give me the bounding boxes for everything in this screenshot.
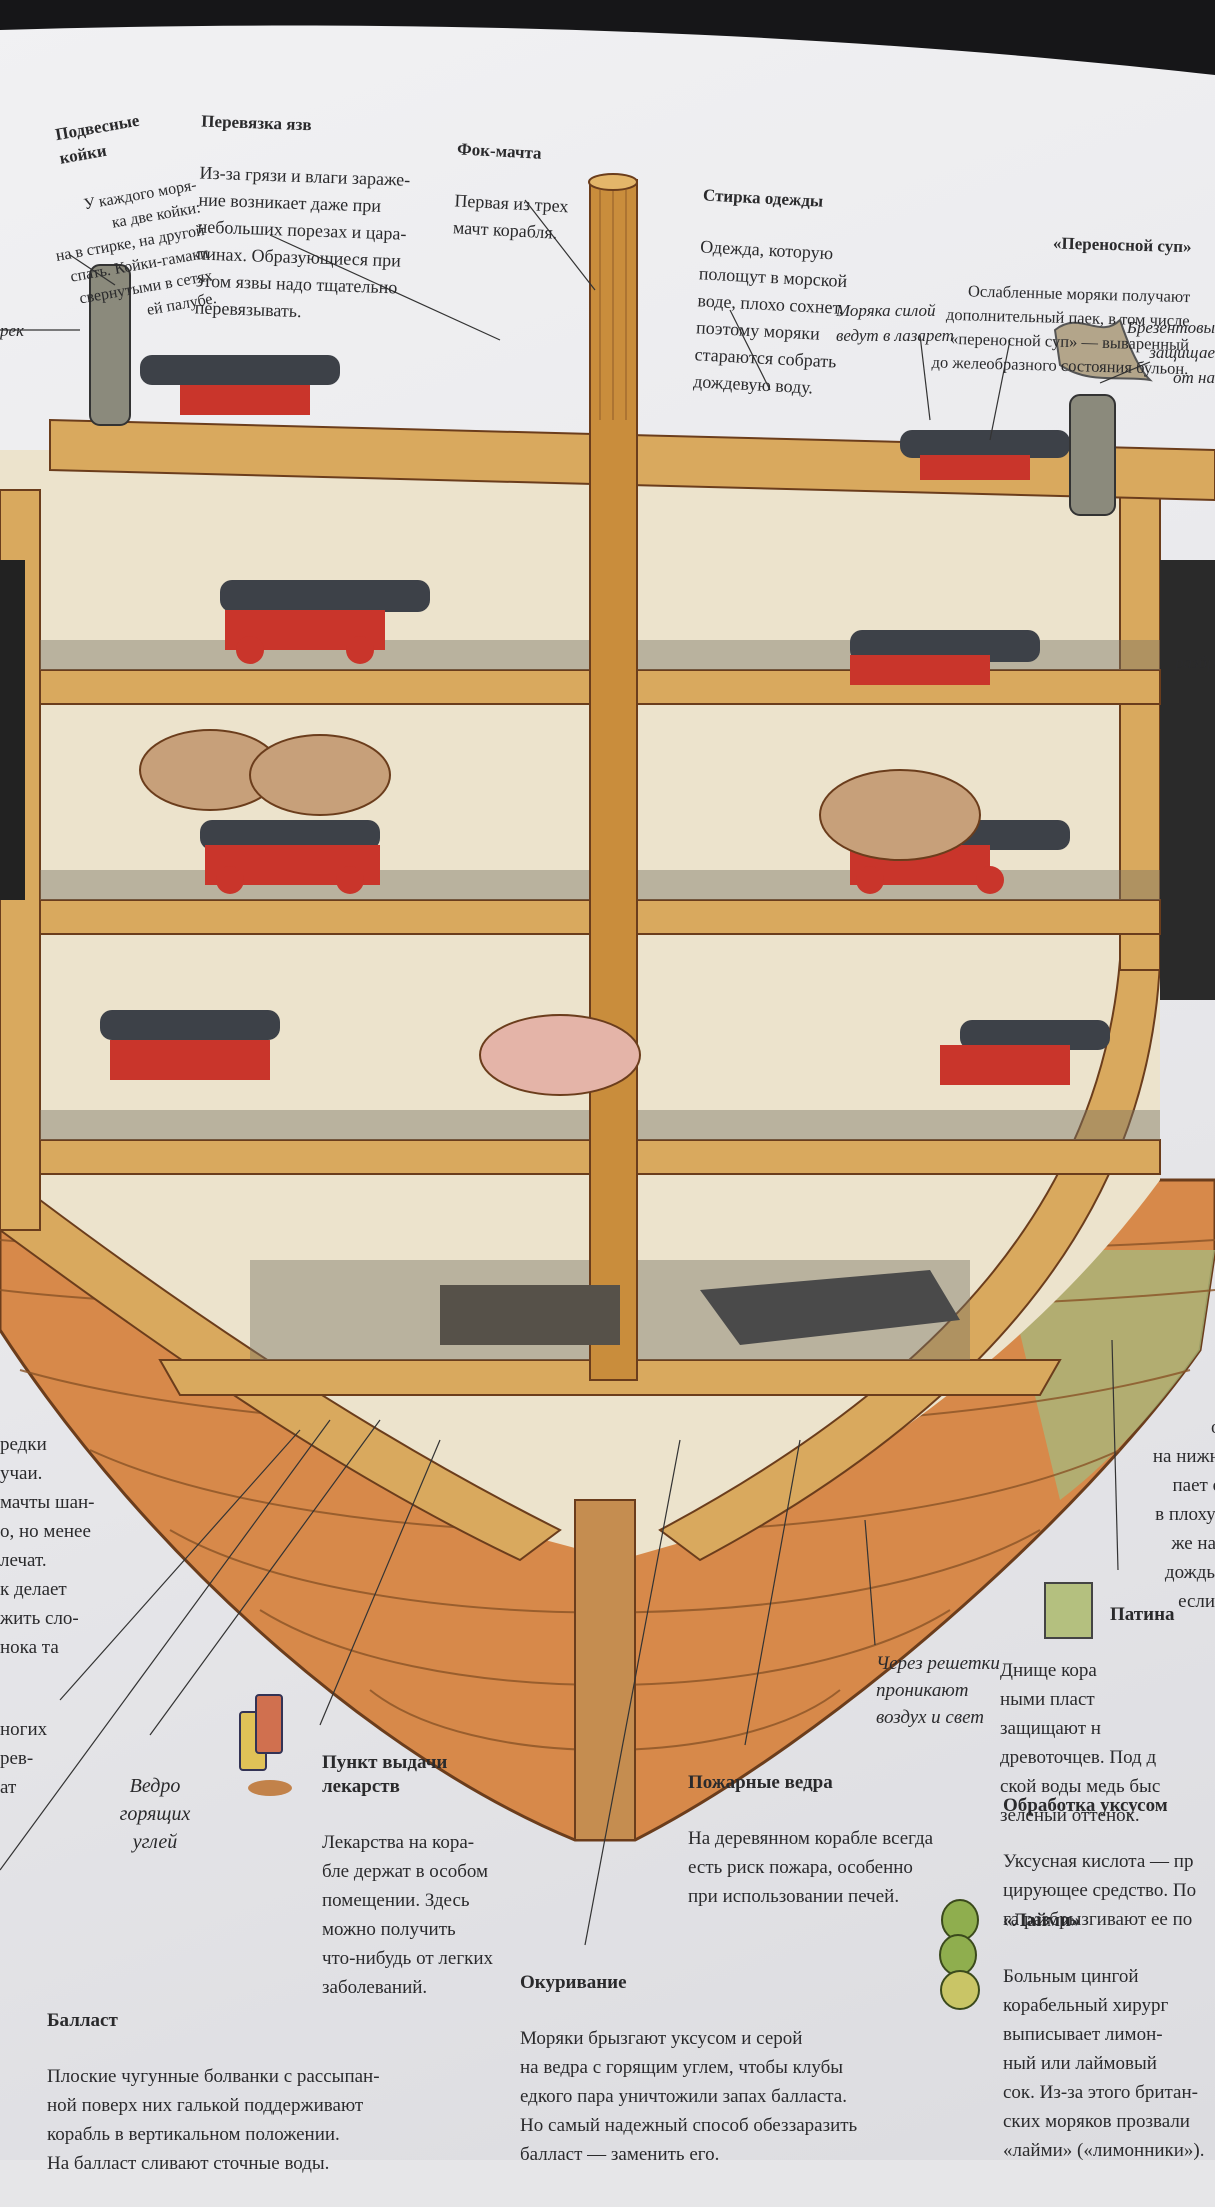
annotation-body: На деревянном корабле всегда есть риск п…: [688, 1828, 934, 1907]
medicine-bottles-icon: [239, 1694, 292, 1796]
page-edge-shadow: [0, 0, 1215, 75]
caption-coal-bucket: Ведро горящих углей: [119, 1775, 191, 1853]
annotation-limey: «Лайми» Больным цингой корабельный хирур…: [1003, 1880, 1215, 2194]
annotation-body: Лекарства на кора- бле держат в особом п…: [322, 1832, 494, 1998]
annotation-title: Пункт выдачи лекарств: [322, 1752, 448, 1797]
left-fragment-low: ногих рев- ат: [0, 1719, 48, 1798]
annotation-title: Балласт: [47, 2010, 118, 2031]
right-fragment-mid: разбр: [1175, 653, 1215, 672]
cannon: [100, 1010, 280, 1080]
annotation-body: Первая из трех мачт корабля.: [452, 190, 569, 243]
annotation-ballast: Балласт Плоские чугунные болванки с расс…: [47, 1980, 507, 2207]
annotation-title: Патина: [1110, 1604, 1175, 1625]
left-fragment-mid: редки учаи. мачты шан- о, но менее лечат…: [0, 1434, 95, 1658]
cannon: [850, 630, 1040, 685]
annotation-foremast: Фок-мачта Первая из трех мачт корабля.: [451, 111, 599, 274]
annotation-vinegar: Обработка уксусом Уксусная кислота — пр …: [1003, 1765, 1215, 1963]
annotation-laundry: Стирка одежды Одежда, которую полощут в …: [691, 157, 885, 430]
cannon: [200, 820, 380, 894]
annotation-fire-buckets: Пожарные ведра На деревянном корабле все…: [688, 1742, 988, 1940]
caption-gratings: Через решетки проникают воздух и свет: [876, 1653, 1000, 1728]
patina-swatch-icon: [1044, 1582, 1093, 1639]
annotation-body: Больным цингой корабельный хирург выписы…: [1003, 1966, 1205, 2161]
annotation-title: Обработка уксусом: [1003, 1795, 1168, 1816]
cannon: [140, 355, 340, 415]
annotation-body: Днище кора ными пласт защищают н древото…: [1000, 1660, 1161, 1826]
cannon: [900, 430, 1070, 480]
hull-copper-sheathing: [1000, 1250, 1215, 1500]
cannon: [940, 1020, 1110, 1085]
right-fragment: С ор на нижни пает св в плохую же на к д…: [1152, 1417, 1215, 1612]
annotation-title: «Переносной суп»: [1052, 233, 1192, 257]
annotation-ulcers: Перевязка язв Из-за грязи и влаги зараже…: [193, 84, 462, 357]
caption-canvas: Брезентовы защищае от на: [1126, 318, 1215, 387]
caption-sickbay: Моряка силой ведут в лазарет: [836, 301, 954, 345]
annotation-title: Окуривание: [520, 1972, 627, 1993]
ship-cross-section-illustration: [0, 173, 1215, 2010]
annotation-title: «Лайми»: [1003, 1910, 1081, 1931]
keel: [574, 1499, 636, 1841]
annotation-medicine: Пункт выдачи лекарств Лекарства на кора-…: [322, 1722, 542, 2031]
annotation-body: У каждого моря- ка две койки: на в стирк…: [54, 176, 218, 319]
annotation-patina: Патина Днище кора ными пласт защищают н …: [1000, 1574, 1215, 1859]
annotation-body: Уксусная кислота — пр цирующее средство.…: [1003, 1851, 1197, 1930]
annotation-title: Стирка одежды: [702, 185, 824, 211]
annotation-body: Плоские чугунные болванки с рассыпан- но…: [47, 2066, 380, 2174]
left-fragment-top: рек: [0, 321, 24, 340]
annotation-title: Перевязка язв: [201, 111, 312, 135]
cannons: [100, 355, 1110, 1085]
annotation-body: Моряки брызгают уксусом и серой на ведра…: [520, 2028, 858, 2165]
annotation-title: Подвесные койки: [53, 110, 141, 168]
annotation-title: Фок-мачта: [456, 139, 543, 163]
cannon: [220, 580, 430, 664]
annotation-title: Пожарные ведра: [688, 1772, 833, 1793]
annotation-body: Из-за грязи и влаги зараже- ние возникае…: [194, 162, 411, 322]
limes-icon: [939, 1899, 980, 2010]
pig: [479, 1014, 641, 1096]
